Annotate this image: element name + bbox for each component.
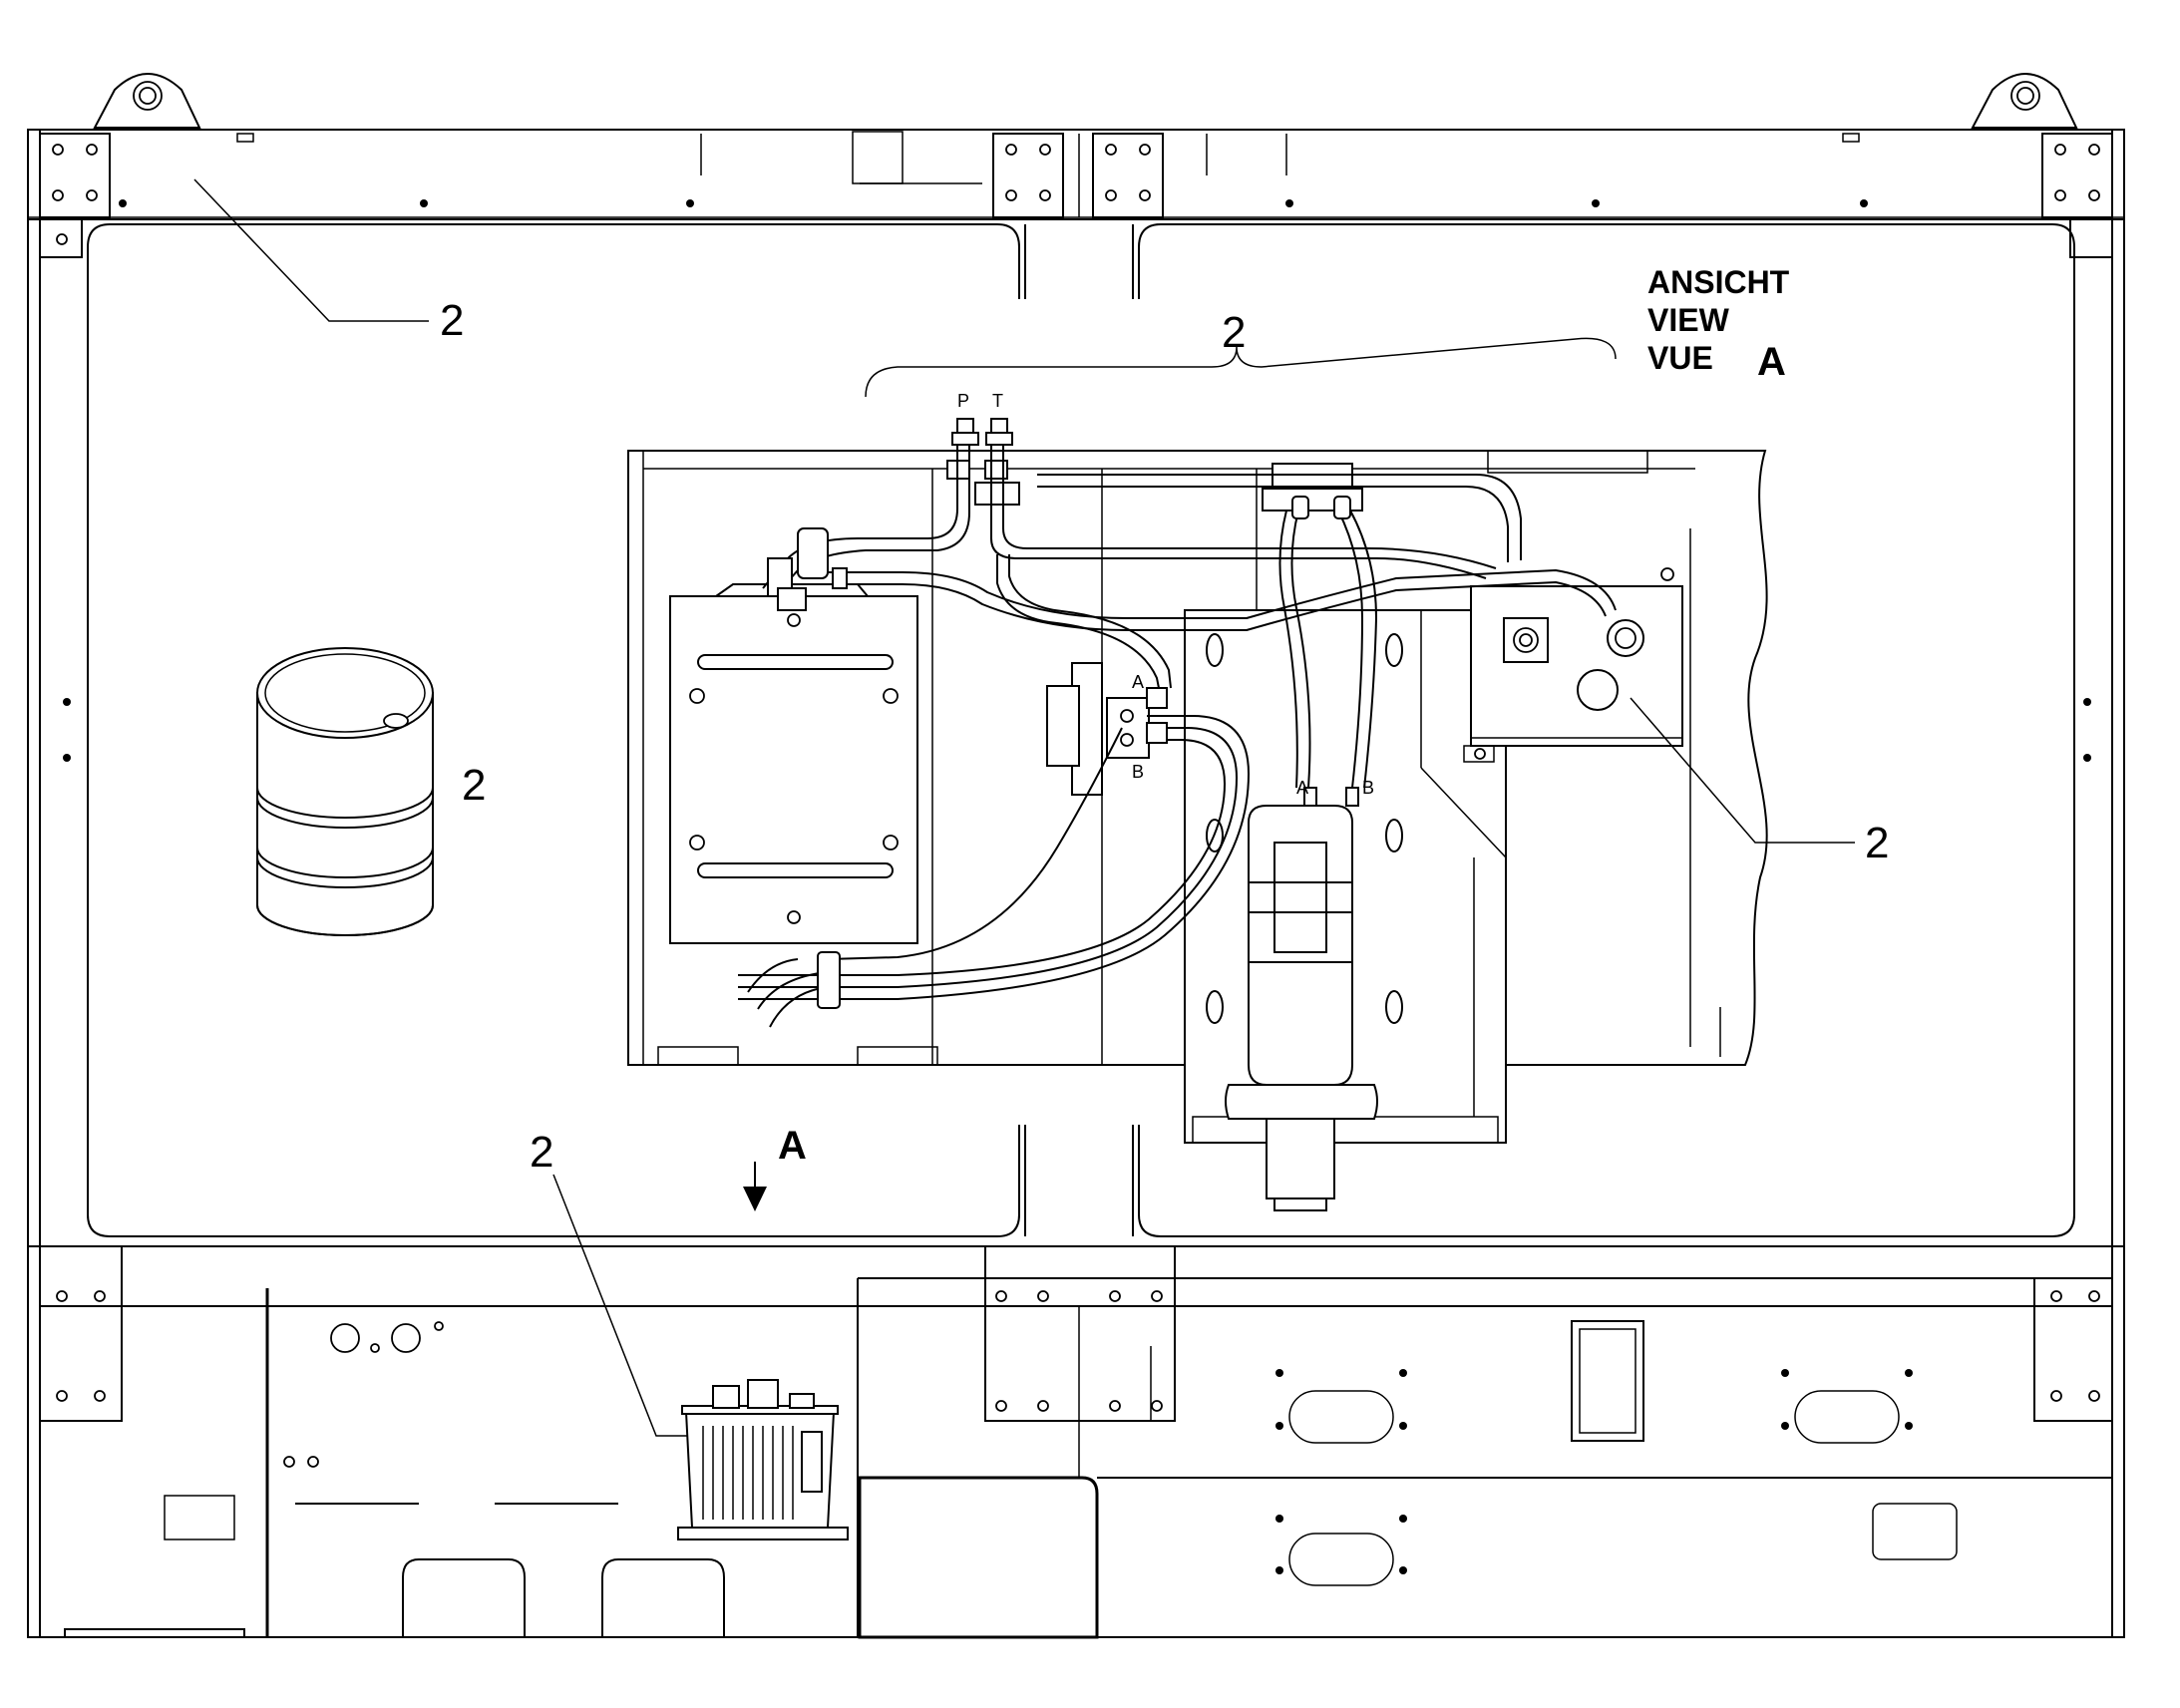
view-label-line3: VUE (1647, 340, 1713, 376)
view-a-inset (627, 418, 1768, 1211)
port-label-p: P (957, 391, 969, 411)
leader-lines (193, 178, 1855, 1437)
view-label-line1: ANSICHT (1647, 264, 1790, 300)
side-rivets (63, 698, 2091, 762)
port-label-valve-b: B (1132, 762, 1144, 782)
lifting-lug-right (1971, 73, 2078, 129)
corner-plates-top (39, 133, 2113, 258)
inner-panels (87, 223, 2075, 1237)
view-label-letter: A (1757, 340, 1786, 384)
lifting-lug-left (93, 73, 201, 129)
mounting-plate (669, 583, 918, 944)
callout-gearbox: 2 (1865, 819, 1889, 867)
valve-block (1046, 662, 1150, 796)
port-label-valve-a: A (1132, 672, 1144, 692)
view-arrow-letter: A (778, 1124, 807, 1168)
hydraulic-hoses (738, 445, 1617, 1028)
view-label-line2: VIEW (1647, 302, 1730, 338)
callout-hydraulic-unit: 2 (530, 1128, 553, 1177)
hydraulic-motor (1225, 787, 1378, 1211)
callout-oil-drum: 2 (462, 761, 486, 810)
bottom-section (28, 1245, 2124, 1639)
hydraulic-power-unit (677, 1379, 849, 1540)
callout-hose-assembly: 2 (1222, 308, 1246, 357)
port-label-motor-a: A (1296, 778, 1308, 798)
view-direction-arrow (743, 1162, 767, 1211)
port-label-t: T (992, 391, 1003, 411)
oil-drum (256, 647, 434, 936)
gearbox (1463, 567, 1683, 763)
port-label-motor-b: B (1362, 778, 1374, 798)
top-beam-details (119, 131, 1868, 217)
slotted-plates (1275, 1320, 1958, 1586)
callout-frame-top: 2 (440, 296, 464, 345)
hose-fittings (767, 496, 1351, 744)
